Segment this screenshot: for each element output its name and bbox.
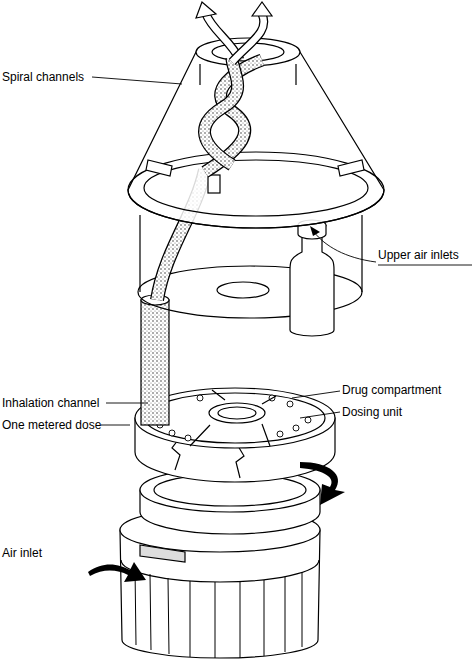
air-inlet-slot — [338, 160, 364, 176]
part-label: Air inlet — [2, 546, 42, 560]
groove — [215, 582, 216, 658]
leader-arrow-head — [310, 226, 320, 236]
air-flow-arrow-core — [232, 14, 264, 62]
arrow-head — [252, 2, 272, 16]
leader-line — [292, 391, 340, 398]
rotation-arrow — [300, 462, 345, 505]
leader-line — [92, 77, 182, 84]
mid-disc-hole — [217, 282, 269, 298]
grip-slot — [140, 545, 185, 562]
dose-hole — [169, 430, 175, 436]
cap-tab — [208, 175, 220, 193]
dose-hole — [305, 417, 311, 423]
groove — [240, 582, 241, 658]
break-line — [236, 446, 244, 478]
groove — [264, 580, 265, 656]
spiral-channel — [205, 58, 238, 165]
air-inlet-arrow — [88, 562, 146, 582]
dose-hole — [293, 425, 299, 431]
leader-line — [378, 265, 472, 266]
dosing-disc-rim — [145, 393, 325, 443]
grip-grooves — [135, 568, 302, 658]
air-inlet-slot — [146, 160, 172, 176]
spiral-outline — [205, 58, 238, 165]
part-label: Spiral channels — [2, 70, 84, 84]
grip-band — [121, 560, 319, 582]
dose-holes — [157, 395, 311, 441]
dose-hole — [185, 435, 191, 441]
part-label: Drug compartment — [342, 383, 441, 397]
break-line — [172, 440, 180, 470]
dose-hole — [287, 401, 293, 407]
air-flow-arrow — [232, 14, 264, 62]
groove — [150, 574, 151, 650]
mouthpiece-cap — [128, 52, 384, 228]
groove — [168, 578, 169, 654]
dose-hole — [277, 431, 283, 437]
cap-inner-rim — [144, 160, 368, 216]
cap-rim — [128, 152, 384, 228]
part-label: Upper air inlets — [378, 248, 459, 262]
leader-line — [106, 403, 148, 404]
leader-line — [314, 232, 376, 262]
part-label: One metered dose — [2, 418, 101, 432]
ridge — [190, 390, 276, 446]
part-label: Inhalation channel — [2, 396, 99, 410]
groove — [285, 577, 286, 652]
leader-line — [300, 412, 340, 418]
bottle — [290, 232, 334, 336]
leader-line — [100, 425, 130, 426]
arrow-head — [196, 2, 216, 18]
groove — [190, 581, 191, 657]
dose-hole — [197, 395, 203, 401]
part-label: Dosing unit — [342, 405, 402, 419]
center-hole-inner — [218, 407, 256, 419]
channel-tube — [141, 300, 169, 425]
groove — [302, 572, 303, 647]
bottle-neck — [298, 225, 326, 239]
center-hole — [209, 403, 265, 423]
